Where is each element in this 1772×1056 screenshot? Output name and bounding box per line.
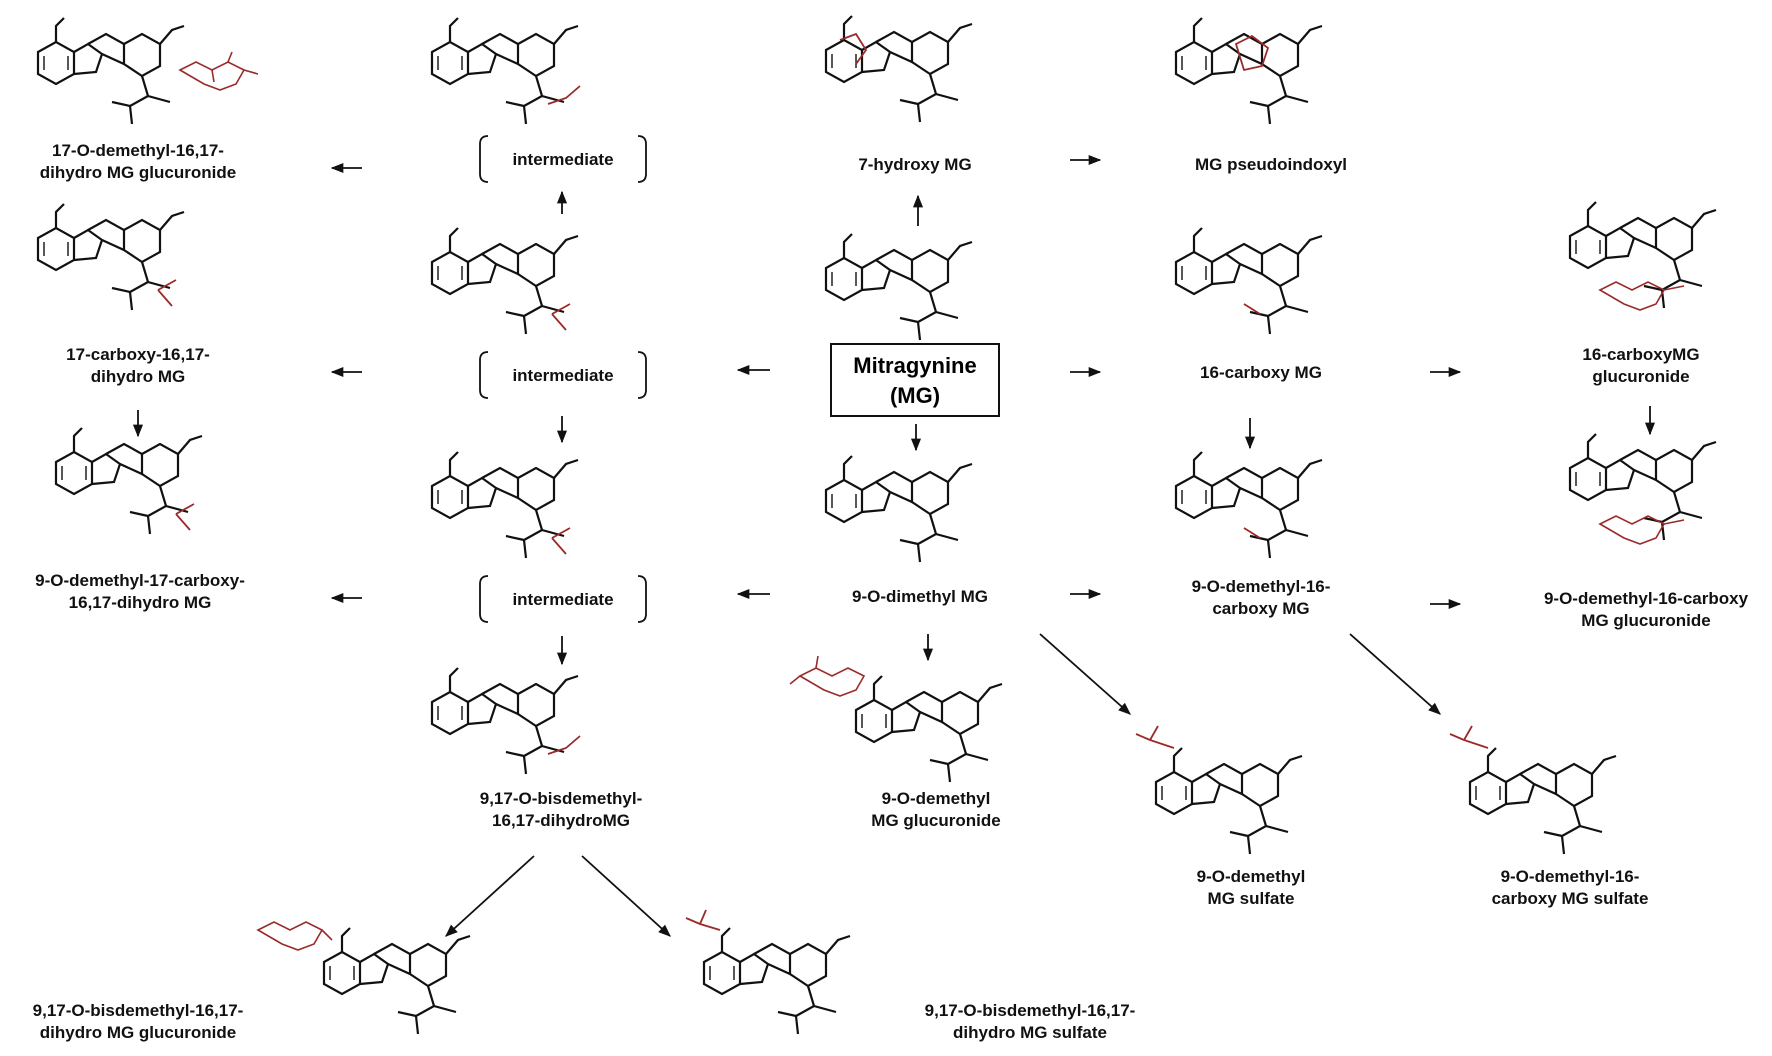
structure-c3 bbox=[54, 426, 204, 536]
compound-label-c9: 9-O-demethyl-16-carboxy MG bbox=[1191, 577, 1331, 618]
structure-c6 bbox=[1174, 226, 1324, 336]
center-name: Mitragynine bbox=[853, 353, 977, 378]
structure-c4 bbox=[824, 14, 974, 124]
arrow-to-c13 bbox=[1039, 633, 1131, 715]
arrow-to-c15 bbox=[445, 855, 535, 937]
compound-label-c4: 7-hydroxy MG bbox=[858, 155, 972, 174]
structure-c5 bbox=[1174, 16, 1324, 126]
structure-c12 bbox=[789, 655, 1004, 784]
glucuronide-group bbox=[256, 921, 333, 951]
structure-c13 bbox=[1135, 725, 1304, 856]
compound-label-c2: 17-carboxy-16,17-dihydro MG bbox=[66, 345, 210, 386]
structure-intermediate-low bbox=[430, 450, 580, 560]
intermediate-label-low: intermediate bbox=[512, 590, 614, 609]
structure-c1 bbox=[36, 16, 259, 126]
glucuronide-group bbox=[1598, 281, 1685, 311]
compound-label-c8: 9-O-dimethyl MG bbox=[851, 587, 988, 606]
compound-label-c15: 9,17-O-bisdemethyl-16,17-dihydro MG gluc… bbox=[32, 1001, 244, 1042]
compound-label-c11: 9,17-O-bisdemethyl-16,17-dihydroMG bbox=[479, 789, 643, 830]
structure-c10 bbox=[1568, 432, 1718, 545]
intermediate-label-mid: intermediate bbox=[512, 366, 614, 385]
arrow-to-c16 bbox=[581, 855, 671, 937]
intermediate-brackets bbox=[479, 135, 647, 623]
structure-c11 bbox=[430, 666, 581, 776]
glucuronide-group bbox=[178, 51, 259, 91]
structure-c2 bbox=[36, 202, 186, 312]
reaction-arrows bbox=[132, 154, 1656, 937]
compound-label-c16: 9,17-O-bisdemethyl-16,17-dihydro MG sulf… bbox=[924, 1001, 1136, 1042]
structure-c15 bbox=[256, 921, 472, 1036]
compound-label-c14: 9-O-demethyl-16-carboxy MG sulfate bbox=[1491, 867, 1649, 908]
compound-label-c5: MG pseudoindoxyl bbox=[1194, 155, 1348, 174]
compound-label-c6: 16-carboxy MG bbox=[1200, 363, 1322, 382]
glucuronide-group bbox=[1598, 515, 1685, 545]
intermediate-label-top: intermediate bbox=[512, 150, 614, 169]
structure-c14 bbox=[1449, 725, 1618, 856]
structure-intermediate-mid bbox=[430, 226, 580, 336]
compound-label-c3: 9-O-demethyl-17-carboxy-16,17-dihydro MG bbox=[35, 571, 245, 612]
arrow-to-c14 bbox=[1349, 633, 1441, 715]
glucuronide-group bbox=[789, 655, 866, 697]
compound-label-c1: 17-O-demethyl-16,17-dihydro MG glucuroni… bbox=[39, 141, 237, 182]
structure-c9 bbox=[1174, 450, 1324, 560]
structure-intermediate-top bbox=[430, 16, 581, 126]
mitragynine-box: Mitragynine (MG) bbox=[830, 343, 1000, 417]
structure-c7 bbox=[1568, 200, 1718, 311]
structure-c16 bbox=[685, 909, 852, 1036]
center-abbrev: (MG) bbox=[889, 383, 941, 408]
